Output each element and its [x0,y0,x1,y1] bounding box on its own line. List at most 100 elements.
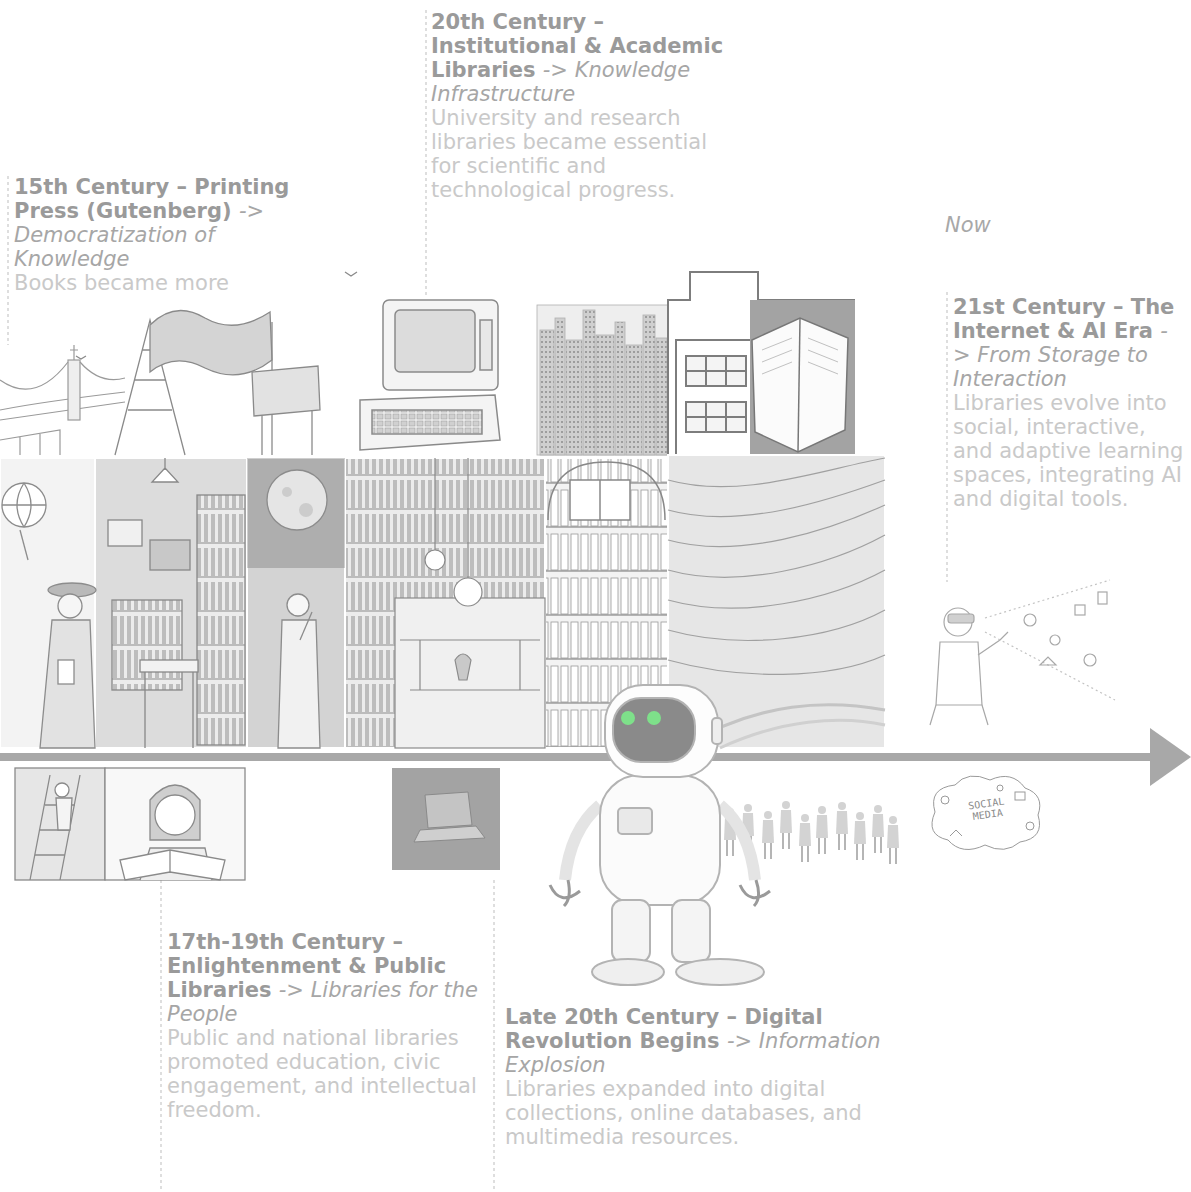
robot-sketch-part [720,805,755,880]
crowd-sketch-part [854,812,866,860]
leader-lines-part [947,292,948,582]
robot-sketch-part [672,900,710,962]
building-sketch-part [686,402,746,432]
panel-globe-woman-part [20,530,28,560]
social-media-doodle-part [1026,822,1034,830]
robot-sketch-part [565,805,600,880]
city-sketch-part [643,315,655,455]
panel-reading-hall [395,458,545,748]
vr-person-sketch-part [1040,657,1056,665]
computer-sketch-part [383,300,498,390]
panel-reading-hall-part [454,578,482,606]
doodle-label: SOCIAL MEDIA [962,795,1013,823]
flag-sketch-part [252,366,320,416]
panel-study-room-part [108,520,142,546]
panel-moon-woman-part [267,470,327,530]
crowd-sketch-part [799,814,811,862]
building-sketch-part [686,402,746,432]
city-sketch-part [540,330,554,455]
robot-sketch-part [592,959,664,985]
vr-person-sketch-part [978,632,1008,655]
panel-archive-part [548,462,665,520]
panel-modern-library-part [668,505,885,547]
panel-reading-hall-part [425,550,445,570]
collage-panels-part [0,458,95,748]
robot-sketch-part [621,711,635,725]
era-description: University and research libraries became… [431,106,731,202]
ebook-sketch [750,300,855,455]
ebook-sketch-part [762,338,838,374]
leader-lines-part [494,880,495,1190]
panel-moon-woman-part [299,503,313,517]
leader-lines [8,10,947,1190]
timeline-entry: 20th Century – Institutional & Academic … [431,10,731,202]
ebook-sketch-part [750,300,855,455]
bridge-sketch-part [68,360,80,420]
vr-person-sketch-part [1050,635,1060,645]
panel-globe-woman-part [58,660,74,684]
vr-person-sketch-part [930,705,988,725]
panel-reading-hall-part [400,640,540,690]
bridge-sketch-part [70,345,78,360]
ladder-figure-part [55,783,69,797]
collage-panels-part [247,458,345,748]
bridge-sketch-part [0,362,125,389]
panel-moon-woman-part [278,620,320,748]
robot-sketch-part [712,718,722,744]
panel-globe-woman-part [2,483,46,527]
era-description: Libraries evolve into social, interactiv… [953,391,1185,511]
city-sketch [537,305,668,455]
flag-sketch [76,272,357,455]
building-sketch-part [676,340,756,455]
robot-sketch-part [600,775,720,905]
entry-heading-line: 15th Century – Printing Press (Gutenberg… [14,175,306,271]
entry-heading-line: 20th Century – Institutional & Academic … [431,10,731,106]
panel-globe-woman-part [2,483,46,527]
building-sketch-part [668,272,855,455]
computer-sketch-part [372,410,482,434]
panel-moon-woman-part [282,487,292,497]
panel-study-room [108,458,245,748]
timeline-entry: 21st Century – The Internet & AI Era-> F… [953,295,1185,511]
leader-lines-part [161,880,162,1190]
laptop-icon-part [414,826,485,842]
crowd-sketch-part [780,801,792,849]
computer-sketch [360,300,500,450]
bridge-sketch-part [0,402,125,420]
panel-study-room-part [150,540,190,570]
social-media-doodle-part [1015,792,1025,800]
panel-globe-woman-part [58,594,82,618]
entry-heading-line: 17th-19th Century – Enlightenment & Publ… [167,930,485,1026]
crowd-sketch-part [762,811,774,859]
vr-person-sketch-part [985,580,1115,700]
reading-woman-part [150,785,200,840]
panel-moon-woman-part [247,458,345,568]
robot-sketch-part [647,711,661,725]
robot-sketch-part [612,900,650,962]
collage-panels [0,455,885,748]
collage-panels-part [345,458,545,748]
leader-lines-part [426,10,427,298]
entry-heading-line: Late 20th Century – Digital Revolution B… [505,1005,885,1077]
city-sketch-part [596,335,614,455]
crowd-sketch-part [872,805,884,853]
robot-sketch-part [613,698,695,762]
panel-study-room-part [152,458,178,482]
social-media-doodle-part [941,796,949,804]
reading-woman [105,768,245,880]
city-sketch-part [615,322,625,455]
panel-archive-part [570,480,630,520]
robot-sketch-part [618,808,652,834]
crowd-sketch-part [816,806,828,854]
robot-sketch-part [676,959,764,985]
era-heading: 21st Century – The Internet & AI Era [953,295,1174,343]
era-description: Libraries expanded into digital collecti… [505,1077,885,1149]
vr-person-sketch [930,580,1115,725]
city-sketch-part [555,318,565,455]
social-media-doodle-part [932,776,1040,849]
crowd-sketch-part [836,802,848,850]
laptop-icon-part [425,792,472,828]
vr-person-sketch-part [1084,654,1096,666]
city-sketch-part [626,345,642,455]
computer-sketch-part [480,320,492,370]
